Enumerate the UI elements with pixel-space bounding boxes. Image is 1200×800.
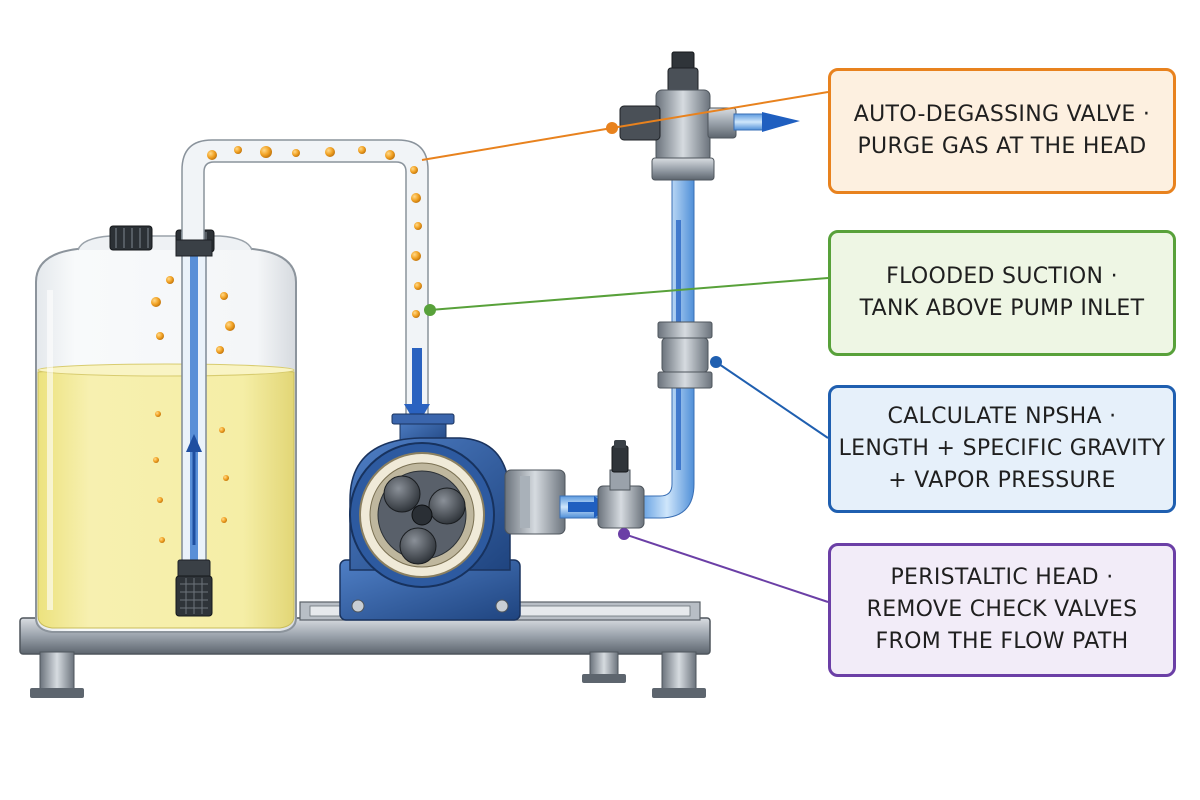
callout-peristaltic-line-3: FROM THE FLOW PATH — [875, 629, 1129, 654]
callout-auto-degassing-valve: AUTO-DEGASSING VALVE · PURGE GAS AT THE … — [828, 68, 1176, 194]
leader-peristaltic — [623, 533, 829, 603]
check-valve-icon — [597, 440, 645, 529]
callout-npsha-line-3: + VAPOR PRESSURE — [888, 468, 1116, 493]
leader-lines — [421, 91, 829, 603]
leader-npsha — [715, 361, 829, 439]
callout-flooded-suction: FLOODED SUCTION · TANK ABOVE PUMP INLET — [828, 230, 1176, 356]
callout-calculate-npsha: CALCULATE NPSHA · LENGTH + SPECIFIC GRAV… — [828, 385, 1176, 513]
gas-bubbles — [151, 146, 422, 543]
callout-peristaltic-line-2: REMOVE CHECK VALVES — [866, 597, 1138, 622]
callout-npsha-line-1: CALCULATE NPSHA · — [887, 404, 1117, 429]
callout-npsha-line-2: LENGTH + SPECIFIC GRAVITY — [838, 436, 1166, 461]
peristaltic-pump-icon — [339, 413, 566, 621]
callout-peristaltic-line-1: PERISTALTIC HEAD · — [890, 565, 1114, 590]
callout-flooded-line-1: FLOODED SUCTION · — [886, 264, 1118, 289]
callout-peristaltic-head: PERISTALTIC HEAD · REMOVE CHECK VALVES F… — [828, 543, 1176, 677]
leader-peristaltic-dot — [618, 528, 630, 540]
leader-flooded-dot — [424, 304, 436, 316]
degassing-valve-icon — [619, 51, 800, 181]
callout-degassing-line-1: AUTO-DEGASSING VALVE · — [853, 102, 1151, 127]
discharge-line — [559, 149, 713, 519]
leader-npsha-dot — [710, 356, 722, 368]
callout-degassing-line-2: PURGE GAS AT THE HEAD — [857, 134, 1147, 159]
callout-flooded-line-2: TANK ABOVE PUMP INLET — [859, 296, 1145, 321]
tank-icon — [35, 225, 297, 633]
leader-degassing-dot — [606, 122, 618, 134]
leader-flooded — [429, 277, 829, 311]
foot-strainer-icon — [175, 559, 213, 617]
